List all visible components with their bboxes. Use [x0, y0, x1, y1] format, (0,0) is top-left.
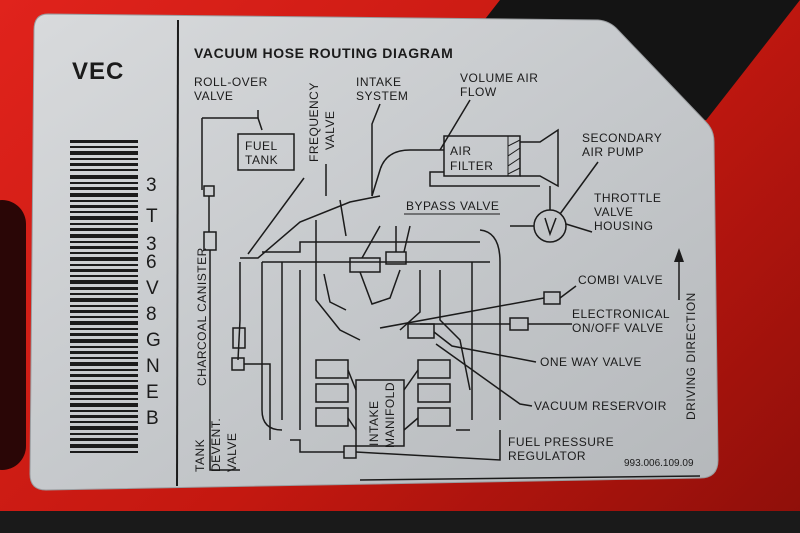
vin-char: 3 [146, 175, 157, 196]
body-opening [0, 200, 26, 470]
driving-direction-label: DRIVING DIRECTION [684, 292, 698, 420]
air-filter-label-1: AIR [450, 144, 472, 158]
vin-char: B [146, 408, 159, 429]
brand-code: VEC [72, 58, 124, 85]
throttle-housing-label-2: VALVE [594, 205, 633, 219]
fuel-tank-box [237, 133, 295, 171]
frequency-valve-label-1: FREQUENCY [307, 82, 321, 162]
vin-char: 8 [146, 304, 157, 325]
electronical-valve-label-1: ELECTRONICAL [572, 307, 670, 321]
driving-direction-arrow [674, 248, 684, 300]
diagram-title: VACUUM HOSE ROUTING DIAGRAM [194, 45, 453, 61]
frequency-valve-label-2: VALVE [323, 111, 337, 150]
vin-char: E [146, 382, 159, 403]
electronical-valve-label-2: ON/OFF VALVE [572, 321, 664, 335]
volume-air-flow-label-2: FLOW [460, 85, 497, 99]
filter-element-icon [507, 135, 521, 177]
part-number: 993.006.109.09 [624, 458, 694, 469]
intake-manifold-label-2: MANIFOLD [383, 382, 397, 448]
fuel-tank-label-2: TANK [245, 153, 278, 167]
throttle-housing-label-3: HOUSING [594, 219, 654, 233]
tank-devent-label-3: VALVE [225, 433, 239, 472]
barcode [70, 140, 138, 453]
vin-characters: 3 T 3 6 V 8 G N E B [146, 175, 161, 429]
one-way-valve-label: ONE WAY VALVE [540, 355, 642, 369]
vin-char: G [146, 330, 161, 351]
vin-char: 3 [146, 234, 157, 255]
dark-gap-bottom [0, 511, 800, 533]
intake-system-label-1: INTAKE [356, 75, 401, 89]
intake-manifold-box [355, 379, 405, 447]
vin-char: N [146, 356, 160, 377]
secondary-air-pump-label-1: SECONDARY [582, 131, 662, 145]
hose-schematic [201, 99, 701, 481]
intake-manifold-label-1: INTAKE [367, 401, 381, 446]
charcoal-canister-label: CHARCOAL CANISTER [195, 247, 209, 386]
tank-devent-label-1: TANK [193, 439, 207, 472]
volume-air-flow-label-1: VOLUME AIR [460, 71, 538, 85]
combi-valve-label: COMBI VALVE [578, 273, 663, 287]
divider-line [176, 19, 179, 487]
air-filter-label-2: FILTER [450, 159, 493, 173]
fuel-pressure-regulator-label-2: REGULATOR [508, 449, 586, 463]
secondary-air-pump-label-2: AIR PUMP [582, 145, 644, 159]
vin-char: 6 [146, 252, 157, 273]
intake-system-label-2: SYSTEM [356, 89, 408, 103]
vin-char: V [146, 278, 159, 299]
rollover-valve-label-1: ROLL-OVER [194, 75, 268, 89]
bypass-valve-label: BYPASS VALVE [406, 199, 499, 213]
rollover-valve-label-2: VALVE [194, 89, 233, 103]
vacuum-reservoir-label: VACUUM RESERVOIR [534, 399, 667, 413]
throttle-housing-label-1: THROTTLE [594, 191, 661, 205]
fuel-tank-label-1: FUEL [245, 139, 278, 153]
vin-char: T [146, 206, 158, 227]
fuel-pressure-regulator-label-1: FUEL PRESSURE [508, 435, 614, 449]
tank-devent-label-2: DEVENT. [209, 418, 223, 472]
